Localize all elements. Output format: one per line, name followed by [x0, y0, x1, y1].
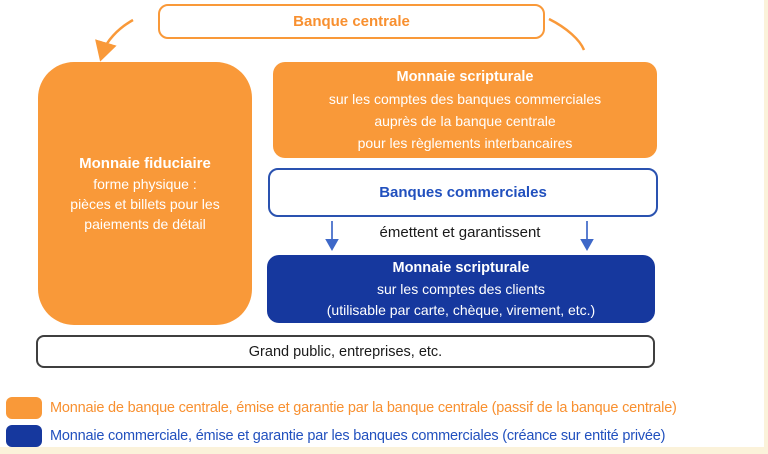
- page-bottom-edge: [0, 447, 768, 454]
- scriptural-commercial-box: Monnaie scripturale sur les comptes des …: [267, 255, 655, 323]
- scriptural-central-bank-line: sur les comptes des banques commerciales: [328, 91, 602, 107]
- legend-label-central-bank-money: Monnaie de banque centrale, émise et gar…: [50, 400, 677, 416]
- scriptural-central-bank-line: pour les règlements interbancaires: [357, 135, 573, 151]
- commercial-banks-box: Banques commerciales: [268, 168, 658, 217]
- scriptural-central-bank-line: auprès de la banque centrale: [374, 113, 556, 129]
- fiduciary-money-line: forme physique :: [93, 175, 197, 192]
- central-bank-label: Banque centrale: [293, 13, 410, 30]
- central-bank-box: Banque centrale: [158, 4, 545, 39]
- scriptural-commercial-line: sur les comptes des clients: [376, 280, 546, 297]
- emit-guarantee-label: émettent et garantissent: [379, 224, 541, 241]
- general-public-box: Grand public, entreprises, etc.: [36, 335, 655, 368]
- fiduciary-money-title: Monnaie fiduciaire: [79, 154, 211, 172]
- legend-swatch-commercial-money: [6, 425, 42, 447]
- fiduciary-money-line: pièces et billets pour les: [70, 195, 220, 212]
- central-to-scriptural-arrow-icon: [548, 17, 586, 51]
- legend-label-commercial-money: Monnaie commerciale, émise et garantie p…: [50, 428, 666, 444]
- scriptural-commercial-title: Monnaie scripturale: [392, 259, 530, 276]
- fiduciary-money-line: paiements de détail: [84, 215, 206, 232]
- scriptural-central-bank-box: Monnaie scripturale sur les comptes des …: [273, 62, 657, 158]
- commercial-banks-label: Banques commerciales: [379, 184, 547, 201]
- scriptural-central-bank-title: Monnaie scripturale: [396, 69, 534, 85]
- general-public-label: Grand public, entreprises, etc.: [248, 343, 443, 360]
- fiduciary-money-box: Monnaie fiduciaire forme physique : pièc…: [38, 62, 252, 325]
- page-right-edge: [764, 0, 768, 454]
- central-to-fiduciary-arrow-icon: [95, 18, 134, 62]
- scriptural-commercial-line: (utilisable par carte, chèque, virement,…: [326, 301, 596, 318]
- legend-swatch-central-bank-money: [6, 397, 42, 419]
